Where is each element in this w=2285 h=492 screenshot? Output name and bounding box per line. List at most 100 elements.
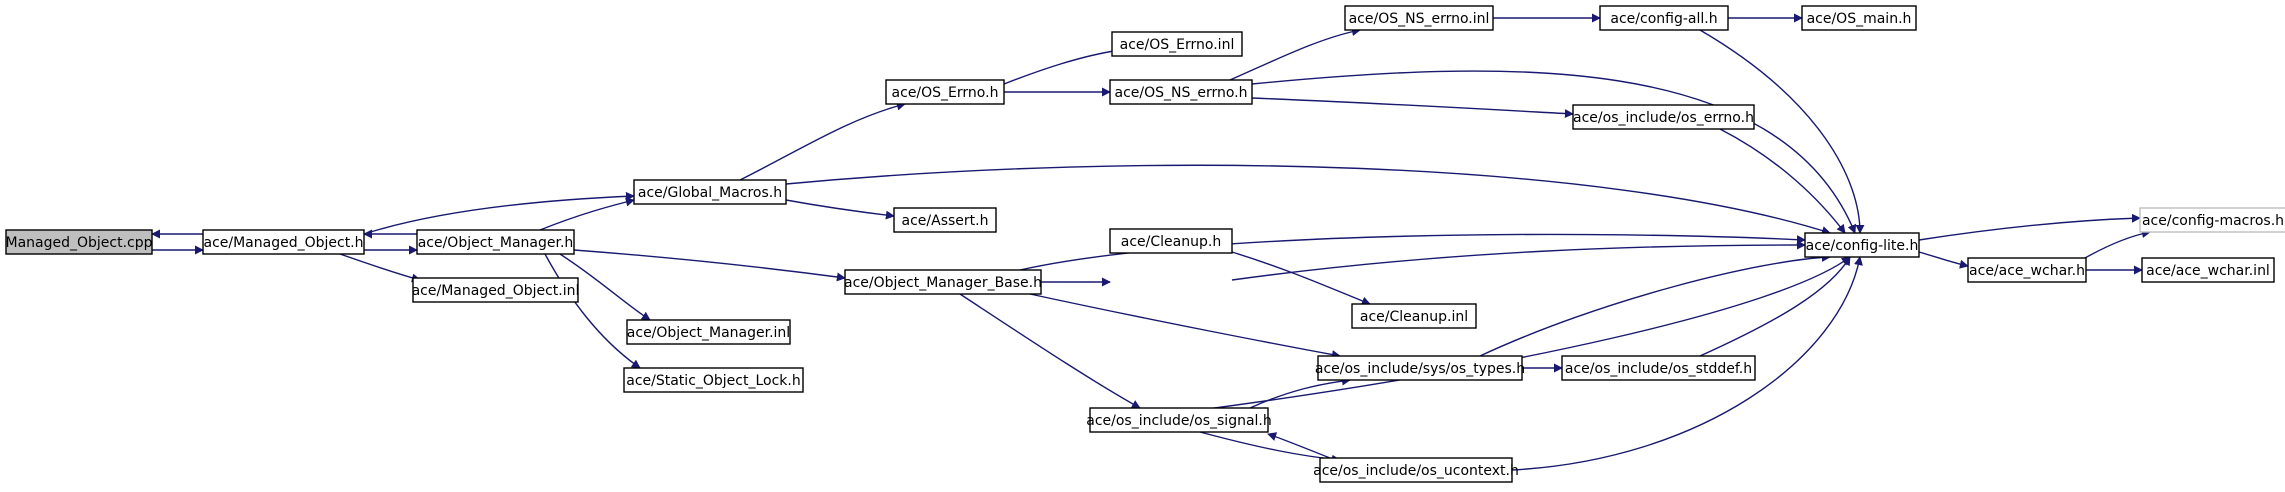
node-assert-h[interactable]: ace/Assert.h [893,207,997,233]
edge-object-manager-base-h-to-os-types-h [1029,293,1341,359]
node-label: ace/Object_Manager_Base.h [844,275,1042,291]
edge-arrow [1231,251,1371,306]
node-label: ace/Cleanup.h [1121,234,1221,250]
edge-object-manager-base-h-to-os-signal-h [959,293,1141,409]
edge-arrow [1229,27,1361,81]
node-cleanup-h[interactable]: ace/Cleanup.h [1109,228,1233,254]
node-os-ns-errno-inl[interactable]: ace/OS_NS_errno.inl [1344,5,1494,31]
node-box [1561,355,1756,381]
node-global-macros-h[interactable]: ace/Global_Macros.h [633,179,787,205]
edge-config-lite-h-to-config-macros-h [1918,213,2141,241]
node-box [893,207,997,233]
node-label: ace/os_include/sys/os_types.h [1315,361,1525,377]
node-box [1599,5,1729,31]
node-box [1351,303,1477,329]
node-label: ace/Object_Manager.inl [627,325,790,341]
node-box [1801,5,1917,31]
node-label: ace/OS_NS_errno.inl [1349,11,1490,27]
edge-config-all-h-to-config-lite-h [1699,29,1865,234]
node-ace-wchar-h[interactable]: ace/ace_wchar.h [1967,257,2087,283]
node-ace-wchar-inl[interactable]: ace/ace_wchar.inl [2141,257,2275,283]
edge-object-manager-base-h-to-config-lite-h [1019,233,1806,271]
node-os-ns-errno-h[interactable]: ace/OS_NS_errno.h [1109,79,1253,105]
node-label: ace/os_include/os_errno.h [1573,110,1754,126]
edge-arrow [1699,256,1851,357]
edge-arrow [1918,251,1969,269]
edge-arrow [1267,432,1331,459]
node-managed-object-h[interactable]: ace/Managed_Object.h [202,229,365,255]
edge-managed-object-h-to-managed-object-inl [339,253,421,283]
edge-object-manager-h-to-static-object-lock-h [544,253,641,369]
edge-arrow [2084,229,2151,259]
edge-arrow [1479,252,1831,357]
node-static-object-lock-h[interactable]: ace/Static_Object_Lock.h [623,367,804,393]
edge-os-ns-errno-h-to-config-lite-h [1251,70,1857,234]
node-box [1804,232,1920,258]
node-label: ace/OS_Errno.inl [1120,37,1235,53]
node-label: ace/os_include/os_signal.h [1086,413,1272,429]
node-os-types-h[interactable]: ace/os_include/sys/os_types.h [1315,355,1525,381]
node-box [844,269,1042,295]
edge-os-types-h-to-config-lite-h [1479,252,1831,357]
edge-arrow [1019,233,1806,271]
edge-os-ucontext-h-to-os-signal-h [1267,432,1331,459]
node-box [626,319,791,345]
node-os-main-h[interactable]: ace/OS_main.h [1801,5,1917,31]
edge-arrow [1511,256,1863,471]
edge-cleanup-h-to-config-lite-h [1231,240,1806,281]
node-box [1572,104,1755,130]
edge-object-manager-h-to-global-macros-h [539,197,635,231]
node-os-signal-h[interactable]: ace/os_include/os_signal.h [1086,407,1272,433]
node-box [1317,355,1523,381]
node-box [1109,79,1253,105]
edge-global-macros-h-to-config-lite-h [785,164,1831,235]
node-object-manager-base-h[interactable]: ace/Object_Manager_Base.h [844,269,1042,295]
node-config-all-h[interactable]: ace/config-all.h [1599,5,1729,31]
node-label: ace/config-lite.h [1806,238,1919,254]
node-box [416,229,575,255]
edge-arrow [1251,97,1574,119]
node-object-manager-inl[interactable]: ace/Object_Manager.inl [626,319,791,345]
node-box [1089,407,1269,433]
node-box [1319,457,1513,483]
node-managed-object-inl[interactable]: ace/Managed_Object.inl [412,277,580,303]
node-label: ace/config-all.h [1610,11,1717,27]
node-label: ace/os_include/os_stddef.h [1565,361,1752,377]
node-label: ace/Managed_Object.h [203,235,363,251]
node-label: ace/ace_wchar.inl [2146,263,2270,279]
node-label: ace/Static_Object_Lock.h [626,373,800,389]
node-config-lite-h[interactable]: ace/config-lite.h [1804,232,1920,258]
edge-os-errno-h-to-os-errno-inl [1003,46,1121,85]
edge-arrow [339,253,421,283]
node-os-stddef-h[interactable]: ace/os_include/os_stddef.h [1561,355,1756,381]
edge-arrow [559,253,651,321]
node-managed-object-cpp[interactable]: Managed_Object.cpp [5,229,153,255]
node-label: ace/OS_main.h [1807,11,1912,27]
node-os-errno-inl[interactable]: ace/OS_Errno.inl [1111,31,1243,57]
edge-arrow [959,293,1141,409]
edge-os-stddef-h-to-config-lite-h [1699,256,1851,357]
edge-os-ucontext-h-to-config-lite-h [1511,256,1863,471]
node-object-manager-h[interactable]: ace/Object_Manager.h [416,229,575,255]
node-os-errno-h[interactable]: ace/OS_Errno.h [885,79,1005,105]
edge-arrow [785,164,1831,235]
node-label: ace/Global_Macros.h [638,185,782,201]
node-box [5,229,153,255]
node-cleanup-inl[interactable]: ace/Cleanup.inl [1351,303,1477,329]
node-box [633,179,787,205]
edge-os-signal-h-to-os-ucontext-h [1199,431,1341,464]
edge-object-manager-h-to-object-manager-inl [559,253,651,321]
edge-os-signal-h-to-os-types-h [1249,376,1351,409]
node-box [2139,207,2285,233]
node-config-macros-h[interactable]: ace/config-macros.h [2139,207,2285,233]
edge-arrow [544,253,641,369]
edge-arrow [1231,240,1806,281]
node-os-include-errno-h[interactable]: ace/os_include/os_errno.h [1572,104,1755,130]
node-label: Managed_Object.cpp [5,235,152,251]
node-box [1109,228,1233,254]
node-box [1967,257,2087,283]
node-box [1344,5,1494,31]
node-os-ucontext-h[interactable]: ace/os_include/os_ucontext.h [1313,457,1519,483]
